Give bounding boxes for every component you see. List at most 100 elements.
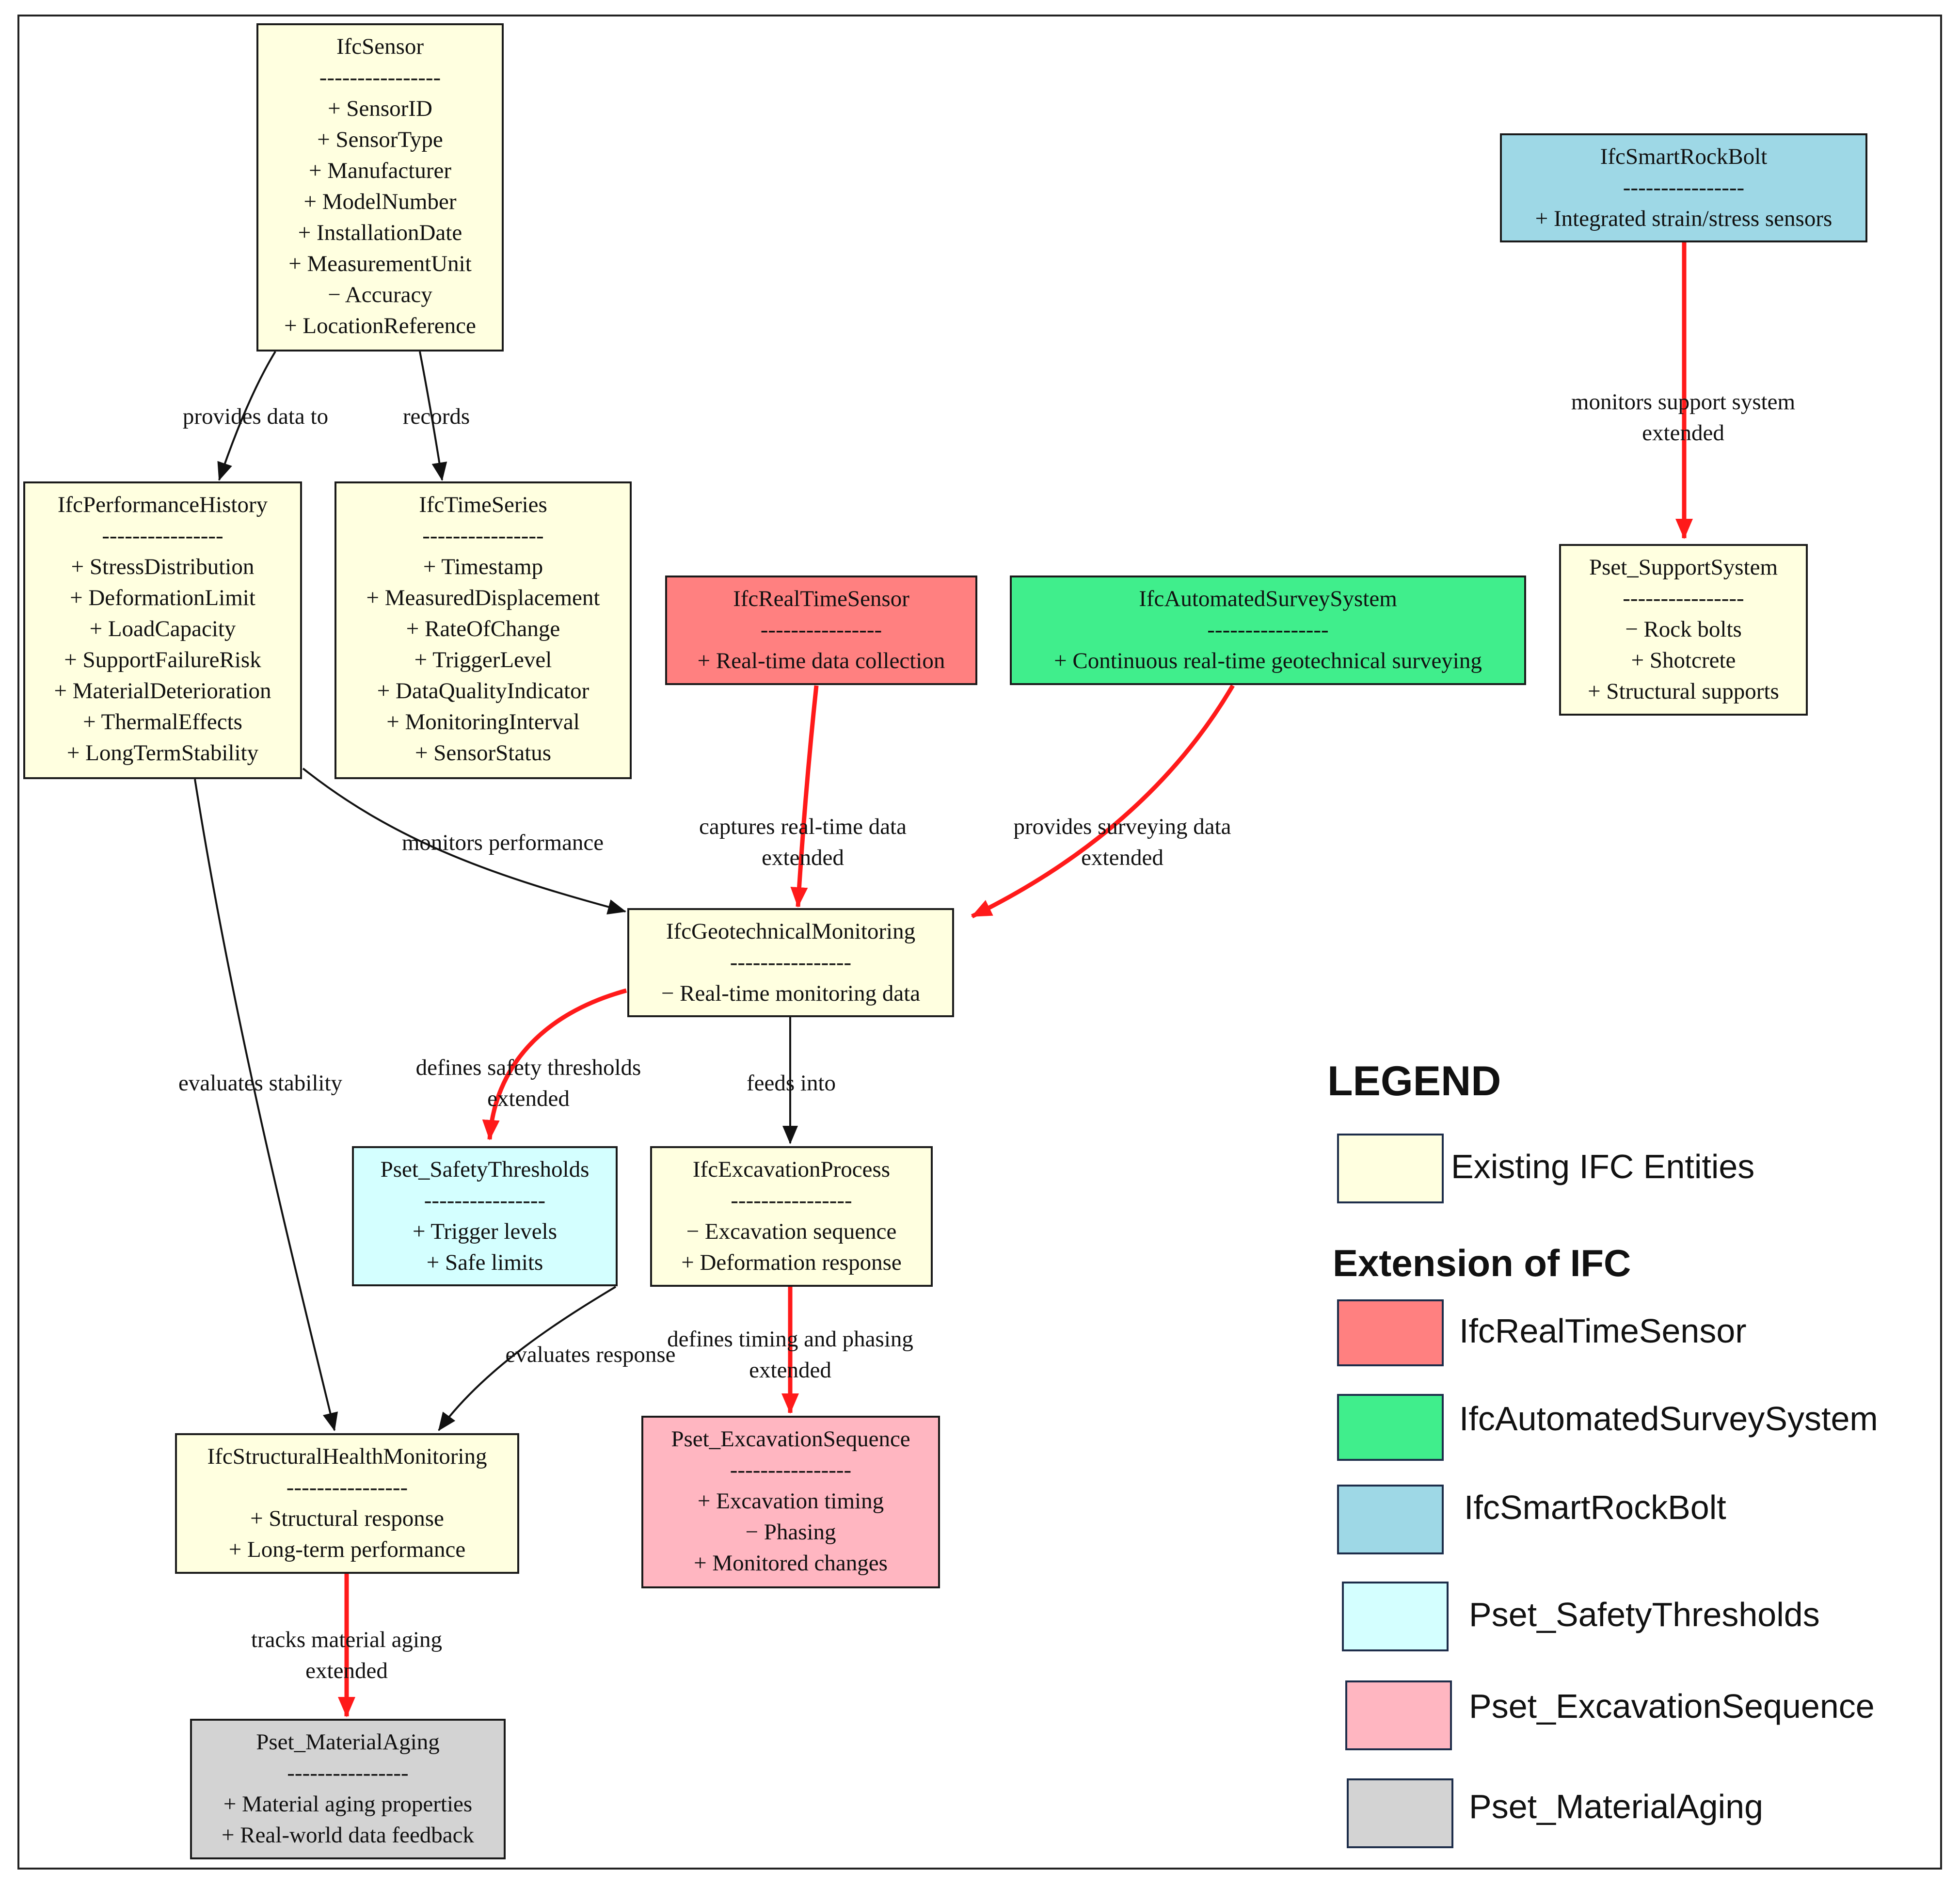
node-separator: ----------------: [730, 950, 852, 975]
edge-label-line: provides data to: [182, 404, 329, 429]
node-attribute: + SupportFailureRisk: [64, 647, 261, 672]
node-ifc-smart-rock-bolt: IfcSmartRockBolt----------------+ Integr…: [1500, 133, 1867, 242]
edge-label-defines-timing-and-phasing: defines timing and phasing extended: [667, 1324, 913, 1386]
node-attribute: + StressDistribution: [71, 554, 255, 579]
node-attribute: + DataQualityIndicator: [377, 678, 590, 704]
node-attribute: + MeasurementUnit: [288, 251, 472, 276]
node-ifc-real-time-sensor: IfcRealTimeSensor----------------+ Real-…: [665, 576, 977, 685]
node-attribute: + MaterialDeterioration: [54, 678, 271, 704]
node-attribute: + TriggerLevel: [414, 647, 552, 672]
node-attribute: + SensorStatus: [414, 740, 552, 766]
node-separator: ----------------: [1623, 586, 1744, 611]
edge-label-line: extended: [749, 1358, 831, 1383]
node-pset-material-aging: Pset_MaterialAging----------------+ Mate…: [190, 1719, 506, 1859]
node-separator: ----------------: [730, 1457, 852, 1483]
node-attribute: − Rock bolts: [1625, 617, 1742, 642]
legend-label-smart-rock-bolt: IfcSmartRockBolt: [1464, 1488, 1726, 1526]
node-attribute: + Integrated strain/stress sensors: [1535, 206, 1833, 231]
edge-label-line: defines timing and phasing: [667, 1327, 913, 1352]
node-separator: ----------------: [1207, 617, 1329, 642]
legend-swatch-real-time-sensor: [1337, 1299, 1444, 1366]
edge-label-monitors-performance: monitors performance: [402, 827, 604, 858]
node-title: IfcAutomatedSurveySystem: [1139, 586, 1397, 611]
node-attribute: − Excavation sequence: [686, 1219, 897, 1244]
node-separator: ----------------: [424, 1188, 546, 1213]
edge-label-line: extended: [487, 1086, 570, 1111]
edge-label-line: records: [402, 404, 470, 429]
edge-records: [419, 351, 447, 481]
node-attribute: + Structural supports: [1588, 679, 1779, 704]
node-title: IfcRealTimeSensor: [733, 586, 909, 611]
edge-provides-surveying-data: [971, 684, 1235, 919]
node-attribute: + SensorID: [328, 96, 432, 121]
legend-swatch-existing: [1337, 1134, 1444, 1203]
node-attribute: + Trigger levels: [412, 1219, 558, 1244]
edge-monitors-performance: [302, 768, 626, 915]
node-attribute: + Excavation timing: [697, 1488, 884, 1514]
node-attribute: + RateOfChange: [406, 616, 560, 641]
edge-label-line: extended: [1081, 845, 1163, 870]
node-ifc-sensor: IfcSensor----------------+ SensorID+ Sen…: [256, 23, 504, 352]
node-ifc-structural-health-monitoring: IfcStructuralHealthMonitoring-----------…: [175, 1433, 519, 1574]
node-attribute: + LongTermStability: [66, 740, 259, 766]
node-title: Pset_ExcavationSequence: [671, 1426, 910, 1452]
node-attribute: + MonitoringInterval: [386, 709, 580, 735]
legend-extension-heading: Extension of IFC: [1333, 1242, 1631, 1284]
edge-evaluates-response: [438, 1286, 617, 1431]
legend-label-safety-thresholds: Pset_SafetyThresholds: [1469, 1596, 1820, 1633]
node-attribute: − Accuracy: [328, 282, 432, 307]
node-title: IfcSmartRockBolt: [1600, 144, 1768, 169]
legend-swatch-material-aging: [1347, 1778, 1453, 1848]
edge-label-line: provides surveying data: [1013, 814, 1231, 839]
node-attribute: + Continuous real-time geotechnical surv…: [1054, 648, 1482, 673]
node-attribute: + Deformation response: [681, 1250, 902, 1275]
node-ifc-geotechnical-monitoring: IfcGeotechnicalMonitoring---------------…: [627, 908, 954, 1017]
node-attribute: + ModelNumber: [303, 189, 457, 214]
node-attribute: + Timestamp: [423, 554, 543, 579]
node-attribute: + DeformationLimit: [70, 585, 255, 610]
legend-label-existing: Existing IFC Entities: [1451, 1148, 1755, 1185]
node-separator: ----------------: [731, 1188, 852, 1213]
edge-label-evaluates-stability: evaluates stability: [178, 1068, 342, 1099]
node-attribute: + MeasuredDisplacement: [366, 585, 600, 610]
edge-label-line: monitors support system: [1571, 389, 1796, 415]
node-separator: ----------------: [102, 523, 223, 548]
diagram-frame: [17, 15, 1942, 1870]
node-title: Pset_SafetyThresholds: [380, 1157, 590, 1182]
node-attribute: + LoadCapacity: [89, 616, 236, 641]
node-attribute: − Phasing: [745, 1519, 836, 1545]
node-attribute: + InstallationDate: [298, 220, 462, 245]
edge-label-feeds-into: feeds into: [747, 1068, 836, 1099]
node-attribute: + Material aging properties: [223, 1791, 473, 1817]
node-title: IfcPerformanceHistory: [57, 492, 268, 517]
legend-label-material-aging: Pset_MaterialAging: [1469, 1788, 1763, 1825]
node-title: Pset_SupportSystem: [1589, 555, 1778, 580]
node-attribute: + ThermalEffects: [83, 709, 242, 735]
legend-swatch-smart-rock-bolt: [1337, 1485, 1444, 1554]
node-attribute: + Structural response: [250, 1506, 444, 1531]
node-attribute: + Real-world data feedback: [221, 1823, 475, 1848]
node-attribute: + SensorType: [317, 127, 443, 152]
node-pset-excavation-sequence: Pset_ExcavationSequence ---------------- +…: [641, 1416, 940, 1588]
node-attribute: + Real-time data collection: [697, 648, 945, 673]
edge-label-line: monitors performance: [401, 830, 604, 855]
legend-heading: LEGEND: [1327, 1058, 1501, 1104]
node-title: IfcStructuralHealthMonitoring: [207, 1444, 487, 1469]
legend-label-automated-survey-system: IfcAutomatedSurveySystem: [1459, 1400, 1878, 1438]
node-attribute: + LocationReference: [284, 313, 476, 338]
node-separator: ----------------: [422, 523, 544, 548]
node-ifc-performance-history: IfcPerformanceHistory ---------------- + S…: [23, 481, 302, 779]
node-title: IfcExcavationProcess: [692, 1157, 891, 1182]
node-attribute: + Safe limits: [426, 1250, 543, 1275]
legend-label-excavation-sequence: Pset_ExcavationSequence: [1469, 1687, 1875, 1725]
node-ifc-automated-survey-system: IfcAutomatedSurveySystem ----------------…: [1010, 576, 1526, 685]
node-separator: ----------------: [319, 65, 441, 90]
edge-label-line: captures real-time data: [699, 814, 907, 839]
node-ifc-excavation-process: IfcExcavationProcess ---------------- − Ex…: [650, 1146, 933, 1287]
edge-captures-real-time-data: [790, 685, 819, 908]
edge-label-line: extended: [305, 1658, 388, 1683]
